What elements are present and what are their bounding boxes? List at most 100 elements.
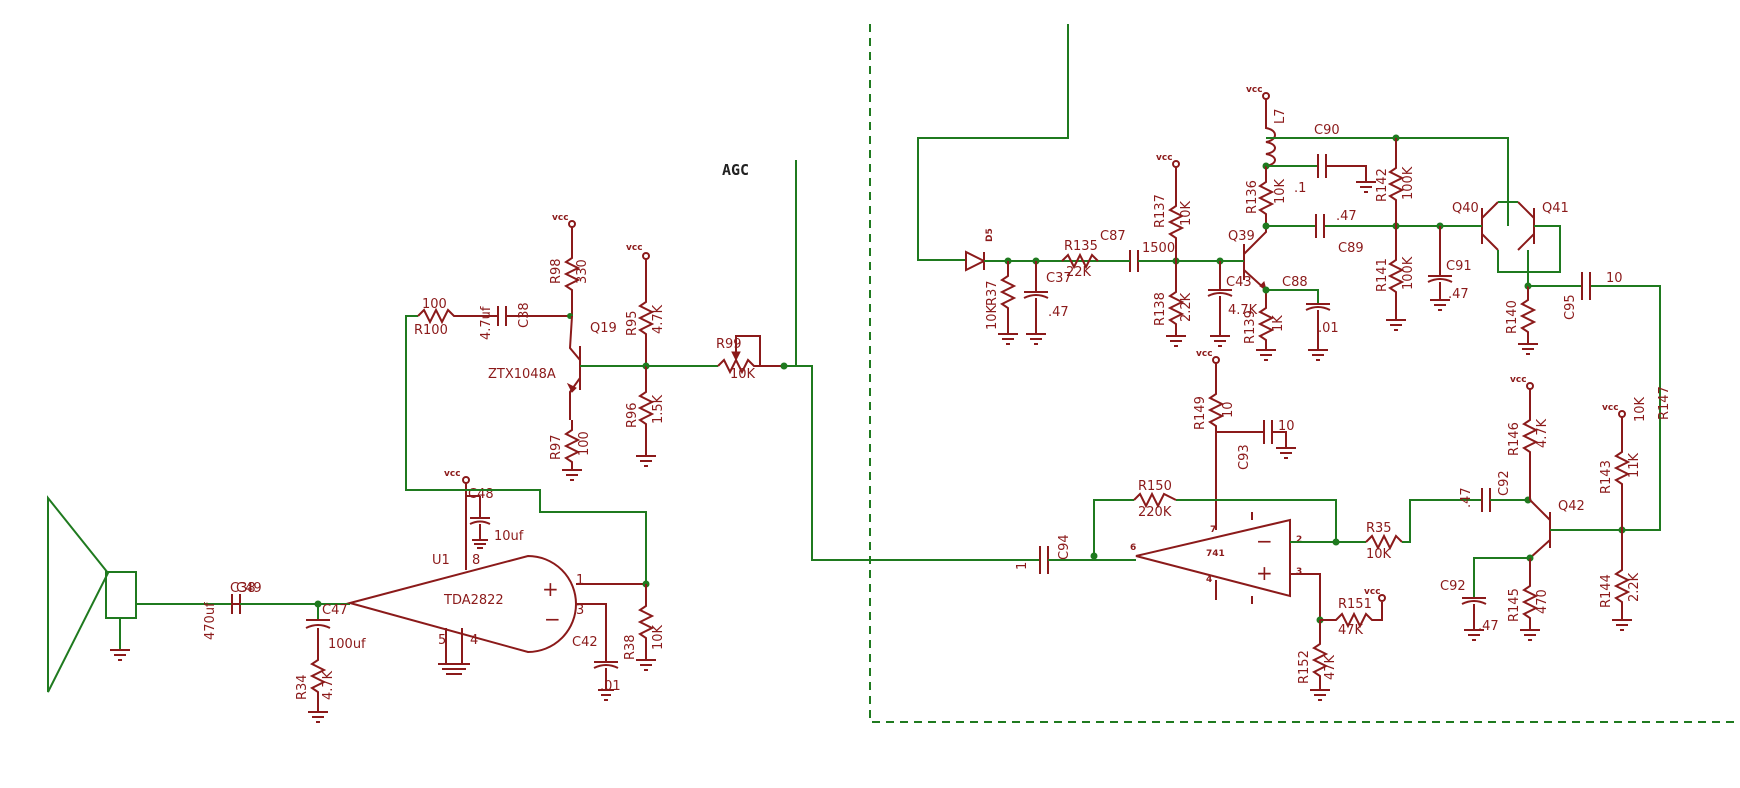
vcc-r137: vcc (1156, 153, 1173, 163)
vcc-r151: vcc (1364, 587, 1381, 597)
r135-value: 22K (1066, 265, 1092, 280)
opamp-741: 741 7 6 2 3 4 − + (1130, 512, 1302, 604)
r95-value: 4.7K (651, 304, 666, 334)
svg-text:Q19: Q19 (590, 321, 617, 336)
svg-text:4: 4 (470, 633, 478, 648)
svg-text:D5: D5 (985, 228, 995, 242)
r143-ref: R143 (1599, 460, 1614, 494)
r100-ref: R100 (414, 323, 448, 338)
r37-value: 10K (985, 304, 1000, 330)
svg-text:Q39: Q39 (1228, 229, 1255, 244)
r38-value: 10K (651, 624, 666, 650)
svg-text:C38: C38 (230, 581, 256, 596)
ground-speaker (110, 649, 130, 661)
c93-ref: C92 (1497, 470, 1512, 496)
svg-text:3: 3 (1296, 567, 1302, 577)
agc-label: AGC (722, 161, 749, 179)
c91-ref: C95 (1563, 294, 1578, 320)
c38-ref: C38 (517, 302, 532, 328)
r34-ref: R34 (295, 674, 310, 700)
r138-value: 2.2K (1179, 292, 1194, 322)
svg-text:Q41: Q41 (1542, 201, 1569, 216)
r37-ref: R37 (985, 280, 1000, 306)
c92-ref: C92 (1440, 579, 1466, 594)
r97-ref: R97 (549, 434, 564, 460)
r146-value: 4.7K (1535, 418, 1550, 448)
r143-value: 11K (1627, 452, 1642, 478)
r139-value: 1K (1271, 315, 1286, 332)
r38-ref: R38 (623, 634, 638, 660)
c89-ref: C89 (1338, 241, 1364, 256)
r34-value: 4.7K (321, 670, 336, 700)
c42-value: .47 (1048, 305, 1069, 320)
vcc-r146: vcc (1510, 375, 1527, 385)
r149-ref: R149 (1193, 396, 1208, 430)
r144-value: 2.2K (1627, 572, 1642, 602)
r147-value: 10K (1633, 396, 1648, 422)
c90-ref: C90 (1314, 123, 1340, 138)
svg-text:1: 1 (576, 573, 584, 588)
inductor-l7: L7 (1265, 99, 1288, 167)
svg-text:741: 741 (1206, 549, 1225, 559)
r97-value: 100 (577, 431, 592, 456)
r151-ref: R151 (1338, 597, 1372, 612)
c88-value: .47 (1448, 287, 1469, 302)
c42-ref: C37 (1046, 271, 1072, 286)
svg-text:Q42: Q42 (1558, 499, 1585, 514)
transistor-q42: Q42 (1529, 499, 1585, 559)
r139-ref: R139 (1243, 310, 1258, 344)
svg-text:−: − (544, 607, 561, 631)
c88-ref: C91 (1446, 259, 1472, 274)
r151-value: 47K (1338, 623, 1364, 638)
svg-text:6: 6 (1130, 543, 1136, 553)
c90-value: .1 (1294, 181, 1306, 196)
svg-text:U1: U1 (432, 553, 450, 568)
svg-text:4: 4 (1206, 575, 1212, 585)
c92-value: .47 (1478, 619, 1499, 634)
vcc-l7: vcc (1246, 85, 1263, 95)
c38-value: 4.7uf (479, 306, 494, 340)
c48-value: 10uf (494, 529, 524, 544)
c87-ref: C43 (1226, 275, 1252, 290)
vcc-r95: vcc (626, 243, 643, 253)
r96-value: 1.5K (651, 394, 666, 424)
amp-tda2822: TDA2822 U1 8 1 3 5 4 + − (346, 553, 584, 654)
r137-ref: R137 (1153, 194, 1168, 228)
r99-value: 10K (730, 367, 756, 382)
c37-ref: C87 (1100, 229, 1126, 244)
svg-text:8: 8 (472, 553, 480, 568)
r144-ref: R144 (1599, 574, 1614, 608)
speaker (47, 495, 137, 693)
c95-ref: C94 (1057, 534, 1072, 560)
r100-value: 100 (422, 297, 447, 312)
r145-value: 470 (1535, 589, 1550, 614)
svg-text:+: + (542, 577, 559, 601)
r136-ref: R136 (1245, 180, 1260, 214)
board-outline (869, 24, 1740, 723)
svg-text:2: 2 (1296, 535, 1302, 545)
c93-value: .47 (1459, 487, 1474, 508)
vcc-r143: vcc (1602, 403, 1619, 413)
r99-ref: R99 (716, 337, 742, 352)
svg-text:L7: L7 (1273, 108, 1288, 124)
svg-text:5: 5 (438, 633, 446, 648)
r152-value: 47K (1323, 654, 1338, 680)
c46-value: 100uf (328, 637, 366, 652)
c49-value: 470uf (203, 602, 218, 640)
r138-ref: R138 (1153, 292, 1168, 326)
r137-value: 10K (1179, 200, 1194, 226)
svg-text:+: + (1256, 561, 1273, 585)
r150-ref: R150 (1138, 479, 1172, 494)
c46-ref: C47 (322, 603, 348, 618)
c37-value: 1500 (1142, 241, 1175, 256)
r147-ref: R147 (1657, 386, 1672, 420)
c47-value: .01 (600, 679, 621, 694)
c94-ref: C93 (1237, 444, 1252, 470)
vcc-r98: vcc (552, 213, 569, 223)
r141-value: 100K (1401, 256, 1416, 290)
c47-ref: C42 (572, 635, 598, 650)
c43-ref: C88 (1282, 275, 1308, 290)
r95-ref: R95 (625, 310, 640, 336)
c94-value: 10 (1278, 419, 1295, 434)
r140-ref: R140 (1505, 300, 1520, 334)
